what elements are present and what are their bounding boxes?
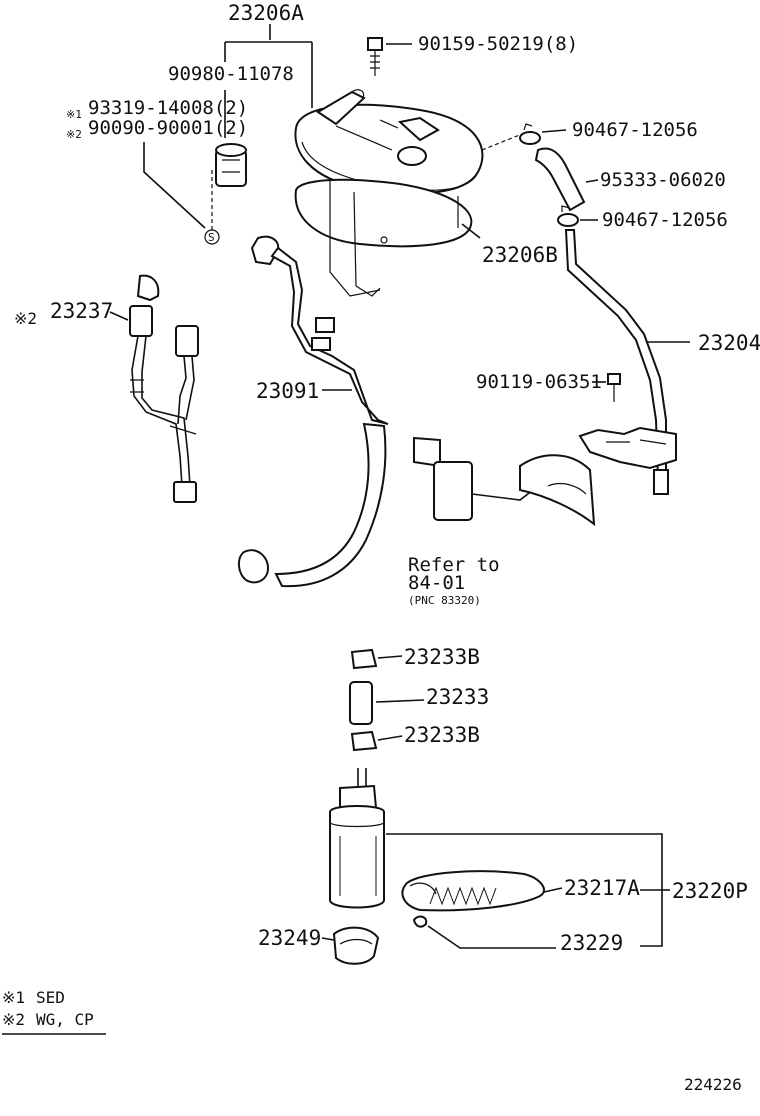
- label-90159-50219: 90159-50219(8): [418, 33, 578, 55]
- mark-1-a: ※1: [66, 108, 82, 121]
- fuel-pump-23220P: [329, 768, 385, 909]
- leader-23233B-bottom: [377, 735, 403, 741]
- clamp-90467-bottom: [557, 205, 579, 227]
- fuel-sender-unit: [413, 436, 596, 527]
- pipe-end-23204: [653, 469, 669, 495]
- note-2-mark: ※2: [2, 1010, 25, 1029]
- leader-23249: [321, 937, 335, 941]
- s-symbol-circle: [204, 229, 220, 245]
- figure-number: 224226: [684, 1075, 742, 1094]
- cap-23233B-bottom: [350, 730, 378, 752]
- note-1-mark: ※1: [2, 988, 25, 1007]
- label-23237: 23237: [50, 299, 113, 323]
- label-95333-06020: 95333-06020: [600, 169, 726, 191]
- refer-to: Refer to: [408, 554, 500, 576]
- pipe-bracket-detail: [606, 439, 667, 445]
- bracket-23206A: [224, 24, 313, 108]
- label-90119-06351: 90119-06351: [476, 371, 602, 393]
- filter-23217A: [401, 870, 545, 912]
- pipe-bracket: [578, 426, 677, 470]
- leader-90467-a: [541, 129, 567, 133]
- screw-90119: [607, 373, 621, 402]
- hose-95333: [534, 147, 586, 212]
- label-90980-11078: 90980-11078: [168, 63, 294, 85]
- leader-23233B-top: [377, 655, 403, 659]
- wire-harness-23237: [129, 274, 199, 503]
- clip-23229: [412, 915, 428, 928]
- s-symbol: S: [208, 231, 215, 244]
- label-90090-90001: 90090-90001(2): [88, 117, 248, 139]
- sleeve-23233: [349, 681, 373, 725]
- leader-23206B: [461, 223, 481, 239]
- label-23229: 23229: [560, 931, 623, 955]
- mark-2-harness: ※2: [14, 309, 37, 328]
- leader-93319: [143, 142, 206, 229]
- label-23206B: 23206B: [482, 243, 558, 267]
- label-23091: 23091: [256, 379, 319, 403]
- label-93319-14008: 93319-14008(2): [88, 97, 248, 119]
- leader-23217A: [543, 887, 563, 893]
- leader-95333: [585, 179, 599, 183]
- grommet-part: [211, 143, 247, 230]
- cap-23233B-top: [350, 648, 378, 670]
- fuel-pipe-23091: [238, 235, 389, 588]
- label-23206A: 23206A: [228, 1, 304, 25]
- clamp-90467-top: [519, 123, 541, 145]
- note-2-text: WG, CP: [36, 1010, 94, 1029]
- cushion-23249: [332, 926, 380, 965]
- screw-90159: [367, 37, 383, 76]
- dash-clamp: [481, 133, 523, 151]
- mark-2-a: ※2: [66, 128, 82, 141]
- label-23220P: 23220P: [672, 879, 748, 903]
- label-90467-12056-b: 90467-12056: [602, 209, 728, 231]
- label-23217A: 23217A: [564, 876, 640, 900]
- leader-23233: [375, 699, 425, 703]
- label-23204: 23204: [698, 331, 760, 355]
- label-23233B-bottom: 23233B: [404, 723, 480, 747]
- refer-84-01: 84-01: [408, 572, 465, 594]
- label-23233: 23233: [426, 685, 489, 709]
- pump-bracket-assembly: [294, 89, 484, 297]
- label-23233B-top: 23233B: [404, 645, 480, 669]
- refer-pnc: (PNC 83320): [408, 594, 481, 607]
- label-23249: 23249: [258, 926, 321, 950]
- leader-23237: [109, 311, 129, 321]
- leader-23229: [427, 925, 556, 949]
- note-1-text: SED: [36, 988, 65, 1007]
- label-90467-12056-a: 90467-12056: [572, 119, 698, 141]
